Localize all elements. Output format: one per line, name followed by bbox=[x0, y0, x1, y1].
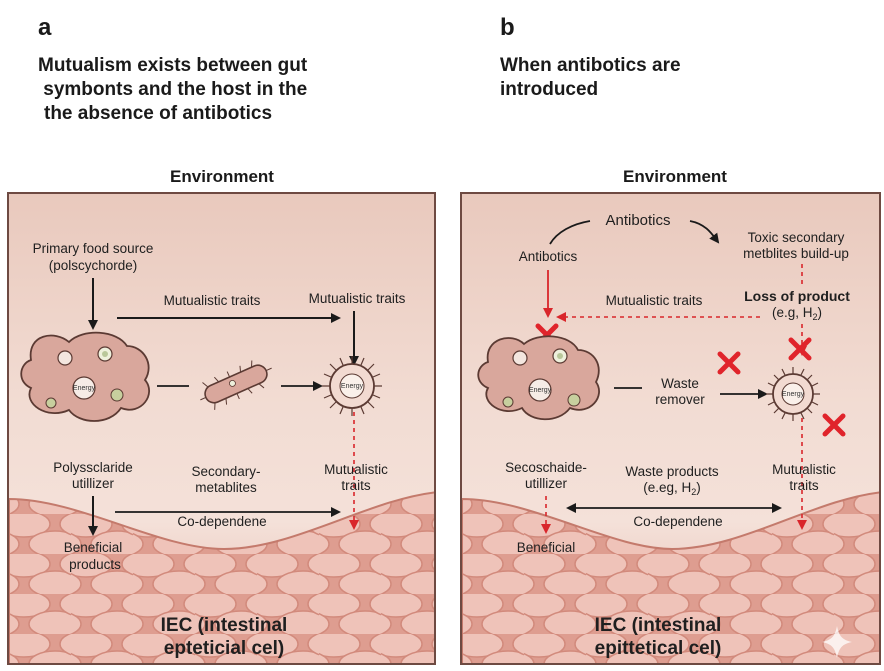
energy-label-a-2: Energy bbox=[341, 383, 364, 390]
energy-label-b-2: Energy bbox=[782, 391, 805, 398]
rod-bacterium-icon bbox=[200, 360, 272, 410]
waste-remover-line-2: remover bbox=[655, 392, 705, 407]
secondary-line-1: Secondary- bbox=[191, 464, 260, 479]
codependence-label-a: Co-dependene bbox=[177, 514, 266, 529]
secoschaide-line-1: Secoschaide- bbox=[505, 460, 587, 475]
panel-a-title-line-3: the absence of antibotics bbox=[44, 103, 273, 124]
panel-b-title: When antibotics are introduced bbox=[500, 54, 681, 102]
mutualistic-low-line-2: traits bbox=[341, 478, 371, 493]
round-symbiont-b-icon: Energy bbox=[766, 367, 820, 421]
mutualistic-b-line-2: traits bbox=[789, 478, 819, 493]
sparkle-watermark-icon bbox=[822, 626, 852, 658]
panel-a-letter: a bbox=[38, 14, 52, 41]
mutualistic-traits-right-label: Mutualistic traits bbox=[309, 291, 406, 306]
iec-label-b-line-2: epittetical cel) bbox=[595, 638, 722, 659]
panel-a-environment-label: Environment bbox=[170, 167, 274, 186]
energy-label-a-1: Energy bbox=[73, 385, 96, 392]
panel-b-title-line-1: When antibotics are bbox=[500, 55, 681, 76]
antibiotics-curve-left bbox=[549, 220, 591, 245]
toxic-line-1: Toxic secondary bbox=[748, 230, 845, 245]
panel-b-diagram: Antibotics Antibotics Toxic secondary me… bbox=[460, 192, 881, 665]
mutualistic-low-line-1: Mutualistic bbox=[324, 462, 388, 477]
blocked-x-mark-icon-3 bbox=[788, 337, 812, 361]
panel-b-title-line-2: introduced bbox=[500, 79, 599, 100]
blocked-x-mark-icon-2 bbox=[717, 351, 741, 375]
panel-a-tissue bbox=[9, 491, 434, 663]
mutualistic-traits-b-label: Mutualistic traits bbox=[606, 293, 703, 308]
panel-b-tissue bbox=[462, 491, 879, 663]
loss-of-product-formula: (e.g, H2) bbox=[772, 305, 822, 322]
energy-label-b-1: Energy bbox=[529, 387, 552, 394]
blocked-x-mark-icon-4 bbox=[822, 413, 846, 437]
antibiotics-left-label: Antibotics bbox=[519, 249, 578, 264]
iec-label-a-line-1: IEC (intestinal bbox=[161, 615, 288, 636]
toxic-line-2: metblites build-up bbox=[743, 246, 849, 261]
panel-a-title-line-1: Mutualism exists between gut bbox=[38, 55, 308, 76]
panel-a-diagram: Primary food source (polscychorde) Mutua… bbox=[7, 192, 436, 665]
iec-label-b-line-1: IEC (intestinal bbox=[595, 615, 722, 636]
antibiotics-top-label: Antibotics bbox=[605, 212, 670, 229]
round-symbiont-icon: Energy bbox=[322, 356, 382, 416]
secondary-line-2: metablites bbox=[195, 480, 257, 495]
beneficial-b-label: Beneficial bbox=[517, 540, 576, 555]
loss-of-product-label: Loss of product bbox=[744, 288, 850, 304]
panel-a-svg: Primary food source (polscychorde) Mutua… bbox=[9, 241, 434, 663]
waste-products-line-1: Waste products bbox=[625, 464, 719, 479]
panel-a-title-line-2: symbonts and the host in the bbox=[38, 79, 308, 100]
panel-b-svg: Antibotics Antibotics Toxic secondary me… bbox=[462, 212, 879, 663]
utilizer-line-1: Polyssclaride bbox=[53, 460, 133, 475]
antibiotics-curve-right bbox=[689, 220, 720, 244]
panel-b-environment-label: Environment bbox=[623, 167, 727, 186]
beneficial-line-1: Beneficial bbox=[64, 540, 123, 555]
panel-a-title: Mutualism exists between gut symbonts an… bbox=[38, 54, 307, 126]
mutualistic-b-line-1: Mutualistic bbox=[772, 462, 836, 477]
mutualistic-traits-mid-label: Mutualistic traits bbox=[164, 293, 261, 308]
secoschaide-line-2: utillizer bbox=[525, 476, 568, 491]
food-source-line-1: Primary food source bbox=[33, 241, 154, 256]
food-source-line-2: (polscychorde) bbox=[49, 258, 138, 273]
beneficial-line-2: products bbox=[69, 557, 121, 572]
waste-products-formula: (e.eg, H2) bbox=[643, 480, 701, 497]
waste-remover-line-1: Waste bbox=[661, 376, 699, 391]
iec-label-a-line-2: epteticial cel) bbox=[164, 638, 284, 659]
secoschaide-utilizer-cell-icon: Energy bbox=[477, 335, 600, 421]
utilizer-line-2: utillizer bbox=[72, 476, 115, 491]
polysaccharide-utilizer-cell-icon: Energy bbox=[20, 331, 151, 422]
codependence-label-b: Co-dependene bbox=[633, 514, 722, 529]
panel-b-letter: b bbox=[500, 14, 515, 41]
